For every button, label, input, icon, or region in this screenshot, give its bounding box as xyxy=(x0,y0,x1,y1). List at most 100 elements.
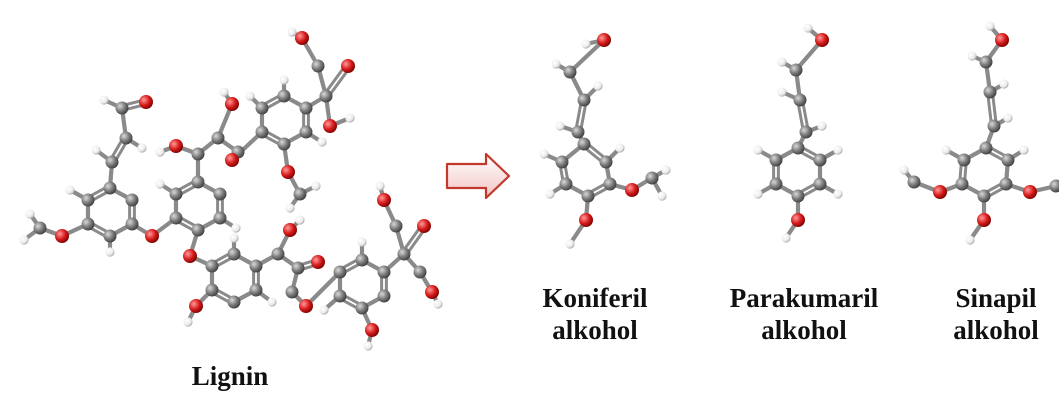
sinapil-alkohol-molecule xyxy=(899,21,1059,245)
hydrogen-atom xyxy=(777,57,787,67)
carbon-atom xyxy=(255,101,269,115)
carbon-atom xyxy=(999,177,1013,191)
hydrogen-atom xyxy=(803,23,813,33)
hydrogen-atom xyxy=(555,121,565,131)
carbon-atom xyxy=(979,141,993,155)
hydrogen-atom xyxy=(65,185,75,195)
hydrogen-atom xyxy=(137,143,147,153)
carbon-atom xyxy=(957,153,971,167)
carbon-atom xyxy=(599,155,613,169)
carbon-atom xyxy=(103,181,117,195)
oxygen-atom xyxy=(1023,185,1037,199)
hydrogen-atom xyxy=(661,165,671,175)
right-hollow-arrow-icon xyxy=(445,152,511,200)
carbon-atom xyxy=(355,253,369,267)
oxygen-atom xyxy=(597,33,611,47)
oxygen-atom xyxy=(145,229,159,243)
carbon-atom xyxy=(813,177,827,191)
hydrogen-atom xyxy=(287,27,297,37)
carbon-atom xyxy=(311,59,325,73)
carbon-atom xyxy=(299,125,313,139)
carbon-atom xyxy=(955,177,969,191)
carbon-atom xyxy=(285,285,299,299)
carbon-atom xyxy=(271,247,285,261)
carbon-atom xyxy=(791,189,805,203)
hydrogen-atom xyxy=(155,179,165,189)
koniferil-caption: Koniferil alkohol xyxy=(520,282,670,346)
carbon-atom xyxy=(119,131,133,145)
koniferil-alkohol-molecule xyxy=(539,33,671,249)
hydrogen-atom xyxy=(231,223,241,233)
hydrogen-atom xyxy=(375,181,385,191)
oxygen-atom xyxy=(977,213,991,227)
carbon-atom xyxy=(413,265,427,279)
carbon-atom xyxy=(205,283,219,297)
hydrogen-atom xyxy=(539,149,549,159)
carbon-atom xyxy=(227,247,241,261)
hydrogen-atom xyxy=(777,87,787,97)
carbon-atom xyxy=(769,177,783,191)
sinapil-caption: Sinapil alkohol xyxy=(940,282,1052,346)
oxygen-atom xyxy=(55,229,69,243)
carbon-atom xyxy=(255,125,269,139)
hydrogen-atom xyxy=(319,305,329,315)
oxygen-atom xyxy=(365,323,379,337)
hydrogen-atom xyxy=(999,79,1009,89)
hydrogen-atom xyxy=(91,145,101,155)
oxygen-atom xyxy=(579,213,593,227)
hydrogen-atom xyxy=(1003,113,1013,123)
carbon-atom xyxy=(577,137,591,151)
sinapil-label-line1: Sinapil xyxy=(955,283,1037,313)
carbon-atom xyxy=(799,125,813,139)
hydrogen-atom xyxy=(817,121,827,131)
hydrogen-atom xyxy=(545,189,555,199)
hydrogen-atom xyxy=(581,39,591,49)
hydrogen-atom xyxy=(245,91,255,101)
carbon-atom xyxy=(291,261,305,275)
carbon-atom xyxy=(333,289,347,303)
carbon-atom xyxy=(33,221,47,235)
hydrogen-atom xyxy=(279,75,289,85)
carbon-atom xyxy=(1001,153,1015,167)
hydrogen-atom xyxy=(183,317,193,327)
carbon-atom xyxy=(105,155,119,169)
carbon-atom xyxy=(555,155,569,169)
lignin-molecule xyxy=(19,27,443,351)
oxygen-atom xyxy=(995,33,1009,47)
parakumaril-label-line1: Parakumaril xyxy=(729,283,879,313)
carbon-atom xyxy=(227,295,241,309)
carbon-atom xyxy=(581,189,595,203)
carbon-atom xyxy=(377,265,391,279)
carbon-atom xyxy=(987,119,1001,133)
carbon-atom xyxy=(169,211,183,225)
oxygen-atom xyxy=(341,59,355,73)
carbon-atom xyxy=(813,153,827,167)
oxygen-atom xyxy=(311,255,325,269)
carbon-atom xyxy=(983,85,997,99)
hydrogen-atom xyxy=(99,95,109,105)
hydrogen-atom xyxy=(155,147,165,157)
carbon-atom xyxy=(791,141,805,155)
hydrogen-atom xyxy=(105,247,115,257)
carbon-atom xyxy=(1049,179,1059,193)
bond xyxy=(567,37,607,75)
carbon-atom xyxy=(191,223,205,237)
carbon-atom xyxy=(213,211,227,225)
carbon-atom xyxy=(563,65,577,79)
hydrogen-atom xyxy=(551,59,561,69)
hydrogen-atom xyxy=(615,143,625,153)
hydrogen-atom xyxy=(965,235,975,245)
carbon-atom xyxy=(299,101,313,115)
carbon-atom xyxy=(979,55,993,69)
koniferil-label-line2: alkohol xyxy=(552,315,638,345)
oxygen-atom xyxy=(299,299,313,313)
carbon-atom xyxy=(115,101,129,115)
hydrogen-atom xyxy=(781,233,791,243)
hydrogen-atom xyxy=(229,233,239,243)
oxygen-atom xyxy=(281,165,295,179)
oxygen-atom xyxy=(189,299,203,313)
carbon-atom xyxy=(169,187,183,201)
carbon-atom xyxy=(907,175,921,189)
hydrogen-atom xyxy=(357,237,367,247)
